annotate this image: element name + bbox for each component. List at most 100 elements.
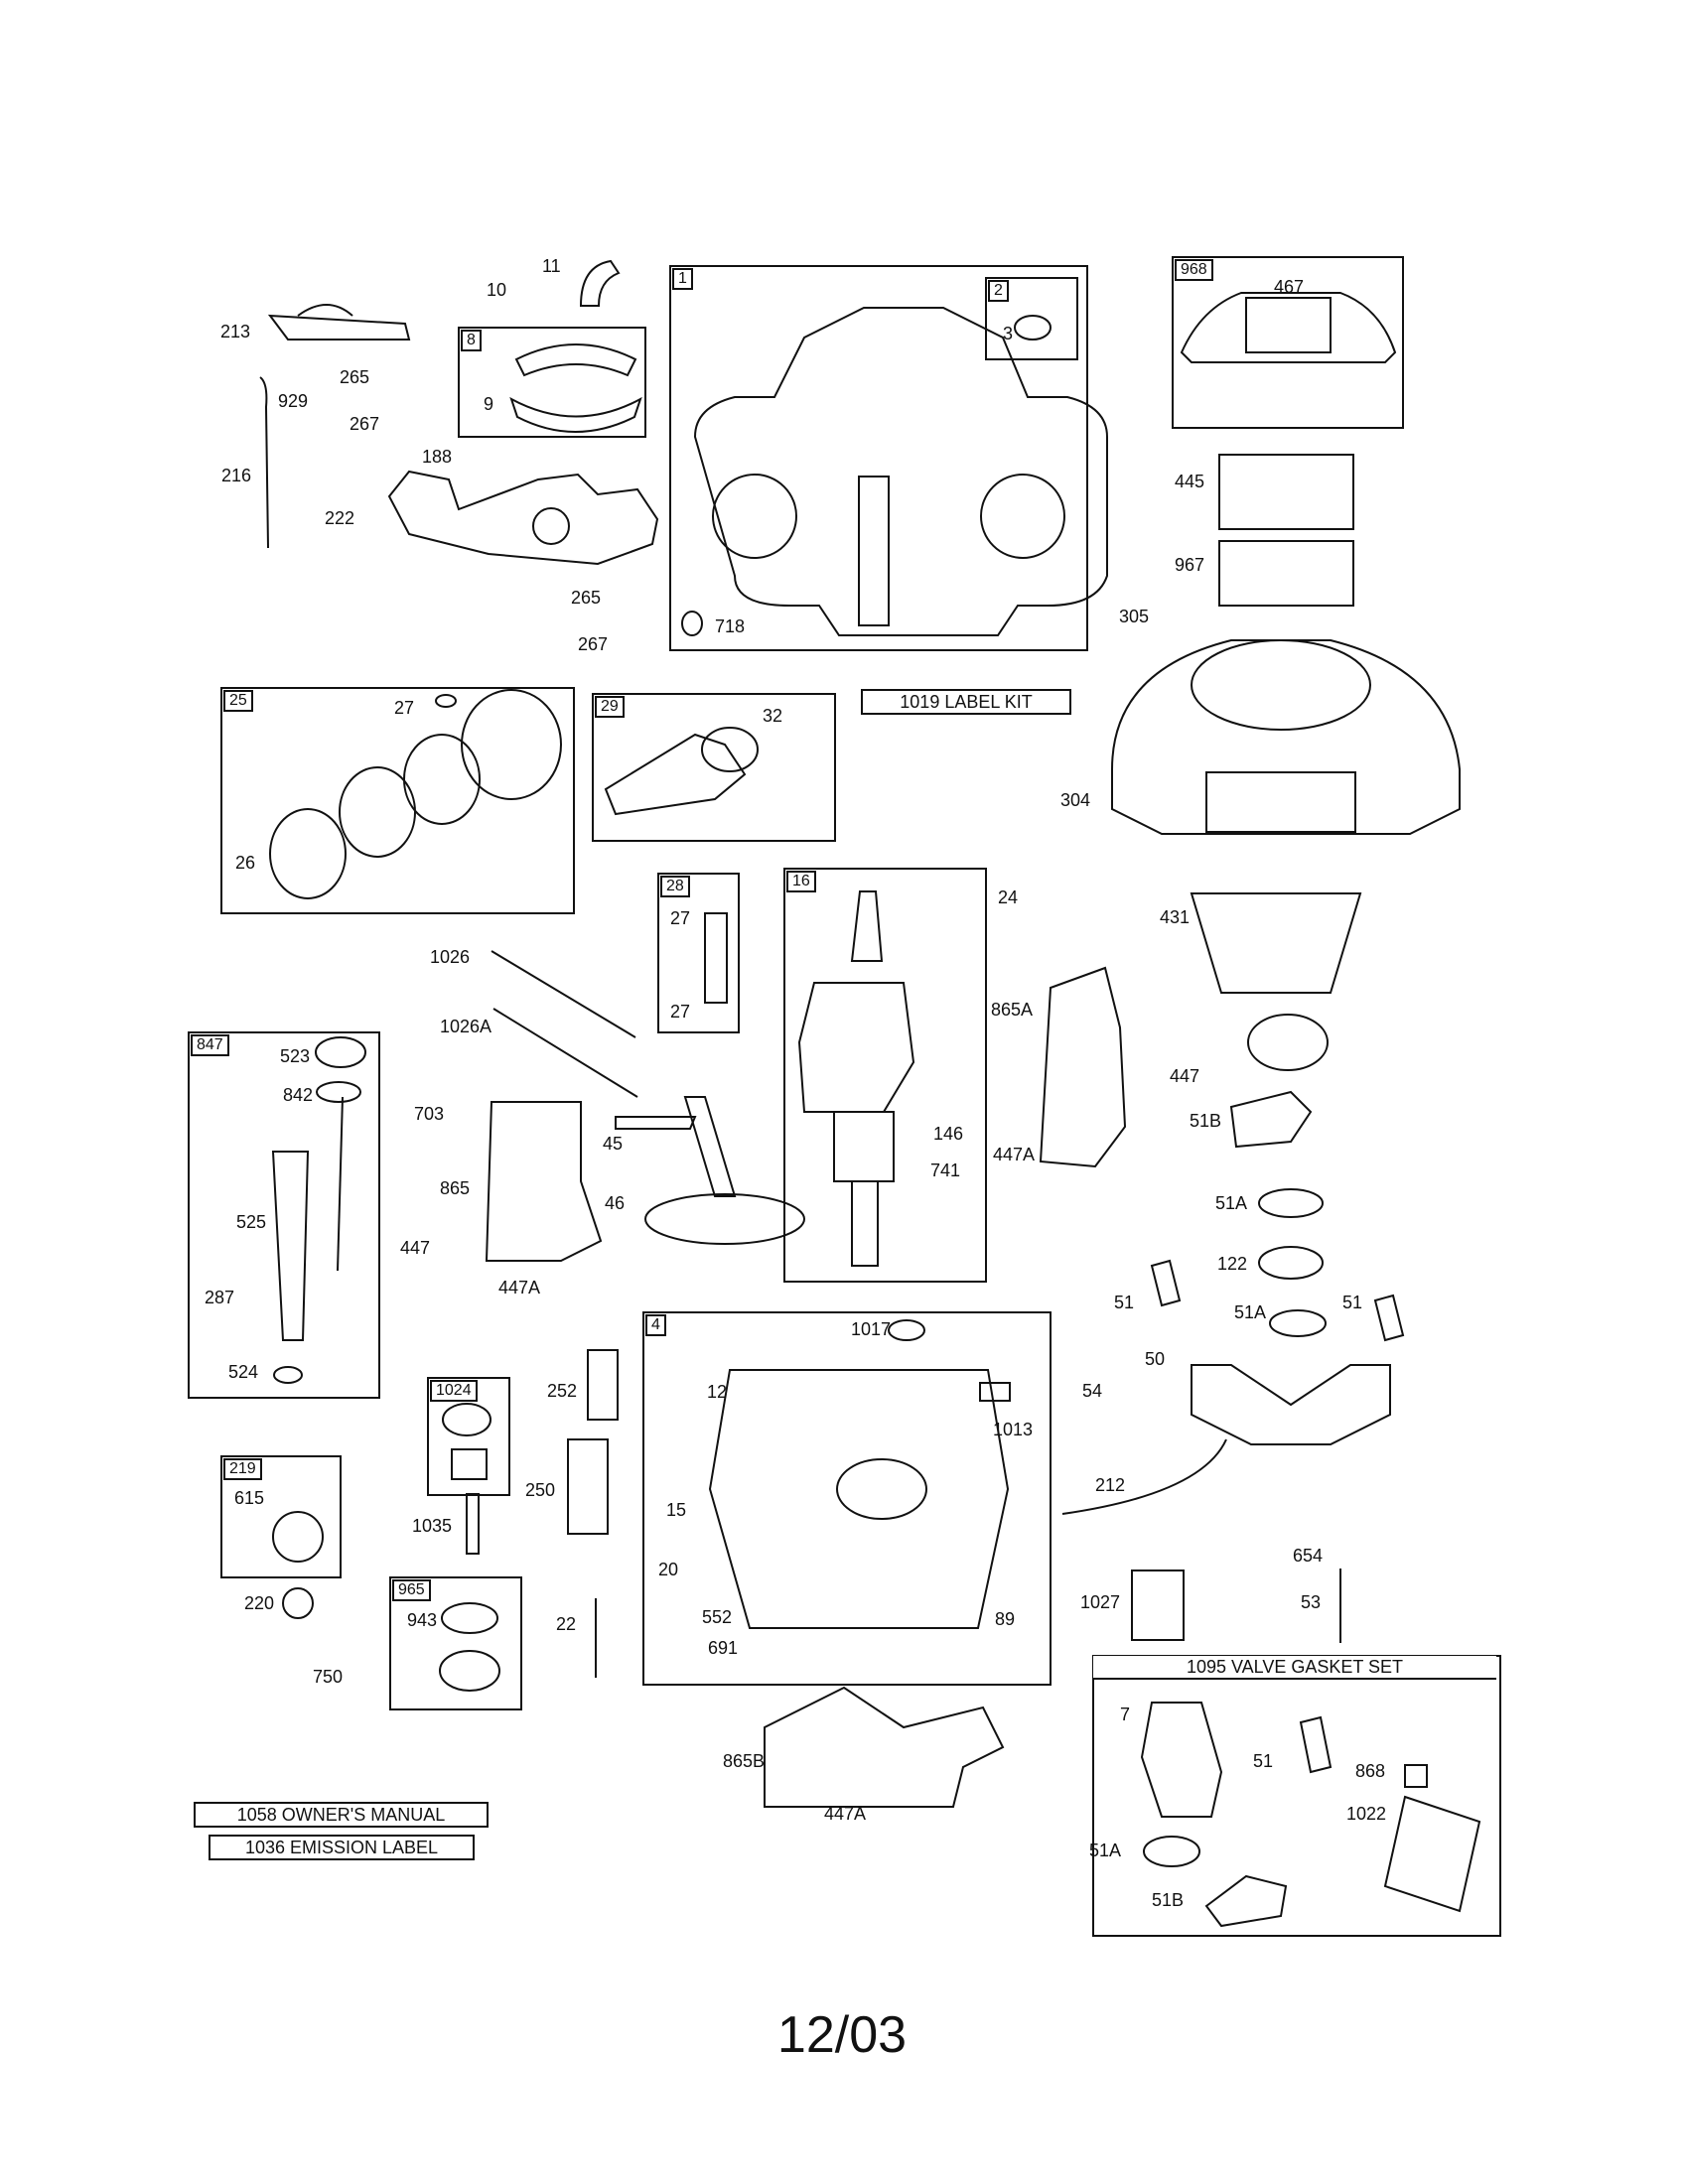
- part-51a-c-drawing: [1143, 1836, 1200, 1867]
- part-304-drawing: [1111, 639, 1461, 835]
- callout-304: 304: [1060, 790, 1091, 810]
- callout-50: 50: [1145, 1349, 1166, 1369]
- callout-842: 842: [283, 1085, 314, 1105]
- callout-9: 9: [484, 394, 494, 414]
- box-tag-1024: 1024: [430, 1380, 478, 1402]
- part-45-drawing: [615, 1116, 697, 1130]
- part-28-drawing: [704, 912, 728, 1004]
- callout-51-b: 51: [1342, 1293, 1363, 1312]
- part-25-piston: [461, 689, 562, 800]
- valve-gasket-set-header: 1095 VALVE GASKET SET: [1093, 1656, 1496, 1680]
- part-51-b-drawing: [1373, 1294, 1405, 1342]
- callout-868: 868: [1355, 1761, 1386, 1781]
- part-868-drawing: [1404, 1764, 1428, 1788]
- part-842-drawing: [316, 1081, 361, 1103]
- callout-1013: 1013: [993, 1420, 1034, 1439]
- part-29-drawing: [604, 733, 747, 816]
- callout-51a: 51A: [1215, 1193, 1248, 1213]
- callout-287: 287: [205, 1288, 235, 1307]
- part-51-c-drawing: [1299, 1715, 1333, 1774]
- box-tag-2: 2: [988, 280, 1009, 302]
- part-212-drawing: [1061, 1438, 1227, 1515]
- part-4-drawing: [708, 1369, 1010, 1629]
- callout-552: 552: [702, 1607, 733, 1627]
- callout-188: 188: [422, 447, 453, 467]
- callout-865a: 865A: [991, 1000, 1034, 1020]
- callout-1017: 1017: [851, 1319, 892, 1339]
- callout-265-b: 265: [571, 588, 602, 608]
- part-968-drawing: [1180, 292, 1397, 363]
- date-code: 12/03: [776, 2006, 908, 2064]
- group-box-29: [592, 693, 836, 842]
- group-box-2: [985, 277, 1078, 360]
- callout-967: 967: [1175, 555, 1205, 575]
- callout-750: 750: [313, 1667, 344, 1687]
- callout-1026a: 1026A: [440, 1017, 492, 1036]
- box-tag-28: 28: [660, 876, 690, 897]
- group-box-847: [188, 1031, 380, 1399]
- callout-122: 122: [1217, 1254, 1248, 1274]
- callout-431: 431: [1160, 907, 1191, 927]
- callout-523: 523: [280, 1046, 311, 1066]
- part-7-drawing: [1140, 1702, 1223, 1818]
- part-1017-drawing: [888, 1319, 925, 1341]
- part-252-drawing: [587, 1349, 619, 1421]
- callout-27-b: 27: [670, 908, 691, 928]
- part-445-drawing: [1218, 454, 1354, 530]
- box-tag-8: 8: [461, 330, 482, 351]
- part-865a-drawing: [1039, 966, 1127, 1168]
- callout-447-b: 447: [400, 1238, 431, 1258]
- callout-51a-c: 51A: [1089, 1841, 1122, 1860]
- group-box-219: [220, 1455, 342, 1578]
- callout-216: 216: [221, 466, 252, 485]
- callout-741: 741: [930, 1160, 961, 1180]
- callout-615: 615: [234, 1488, 265, 1508]
- callout-1027: 1027: [1080, 1592, 1121, 1612]
- callout-250: 250: [525, 1480, 556, 1500]
- callout-212: 212: [1095, 1475, 1126, 1495]
- callout-20: 20: [658, 1560, 679, 1579]
- group-box-25: [220, 687, 575, 914]
- callout-447a: 447A: [993, 1145, 1036, 1164]
- owners-manual-box: 1058 OWNER'S MANUAL: [194, 1802, 489, 1828]
- part-216-drawing: [259, 376, 269, 549]
- callout-467: 467: [1274, 277, 1305, 297]
- callout-252: 252: [547, 1381, 578, 1401]
- box-tag-965: 965: [392, 1579, 431, 1601]
- box-tag-16: 16: [786, 871, 816, 892]
- emission-label-box: 1036 EMISSION LABEL: [209, 1835, 475, 1860]
- callout-525: 525: [236, 1212, 267, 1232]
- callout-654: 654: [1293, 1546, 1324, 1566]
- callout-691: 691: [708, 1638, 739, 1658]
- callout-27-c: 27: [670, 1002, 691, 1022]
- part-431-drawing: [1190, 892, 1362, 994]
- callout-46: 46: [605, 1193, 626, 1213]
- callout-447a-c: 447A: [824, 1804, 867, 1824]
- part-220-drawing: [282, 1587, 314, 1619]
- part-51b-c-drawing: [1204, 1874, 1288, 1928]
- callout-222: 222: [325, 508, 355, 528]
- part-51b-drawing: [1229, 1090, 1313, 1149]
- part-250-drawing: [567, 1438, 609, 1535]
- part-1022-drawing: [1383, 1795, 1481, 1913]
- callout-51: 51: [1114, 1293, 1135, 1312]
- part-865-drawing: [485, 1101, 603, 1262]
- callout-27: 27: [394, 698, 415, 718]
- callout-1022: 1022: [1346, 1804, 1387, 1824]
- part-1024-drawing: [442, 1403, 491, 1436]
- callout-718: 718: [715, 616, 746, 636]
- part-50-drawing: [1191, 1364, 1391, 1445]
- callout-22: 22: [556, 1614, 577, 1634]
- callout-146: 146: [933, 1124, 964, 1144]
- box-tag-29: 29: [595, 696, 625, 718]
- part-1027-drawing: [1131, 1570, 1185, 1641]
- callout-54: 54: [1082, 1381, 1103, 1401]
- box-tag-25: 25: [223, 690, 253, 712]
- part-524-drawing: [273, 1366, 303, 1384]
- group-box-4: [642, 1311, 1052, 1686]
- group-box-968: [1172, 256, 1404, 429]
- callout-51-c: 51: [1253, 1751, 1274, 1771]
- part-943-drawing: [441, 1602, 498, 1634]
- callout-3: 3: [1003, 324, 1014, 343]
